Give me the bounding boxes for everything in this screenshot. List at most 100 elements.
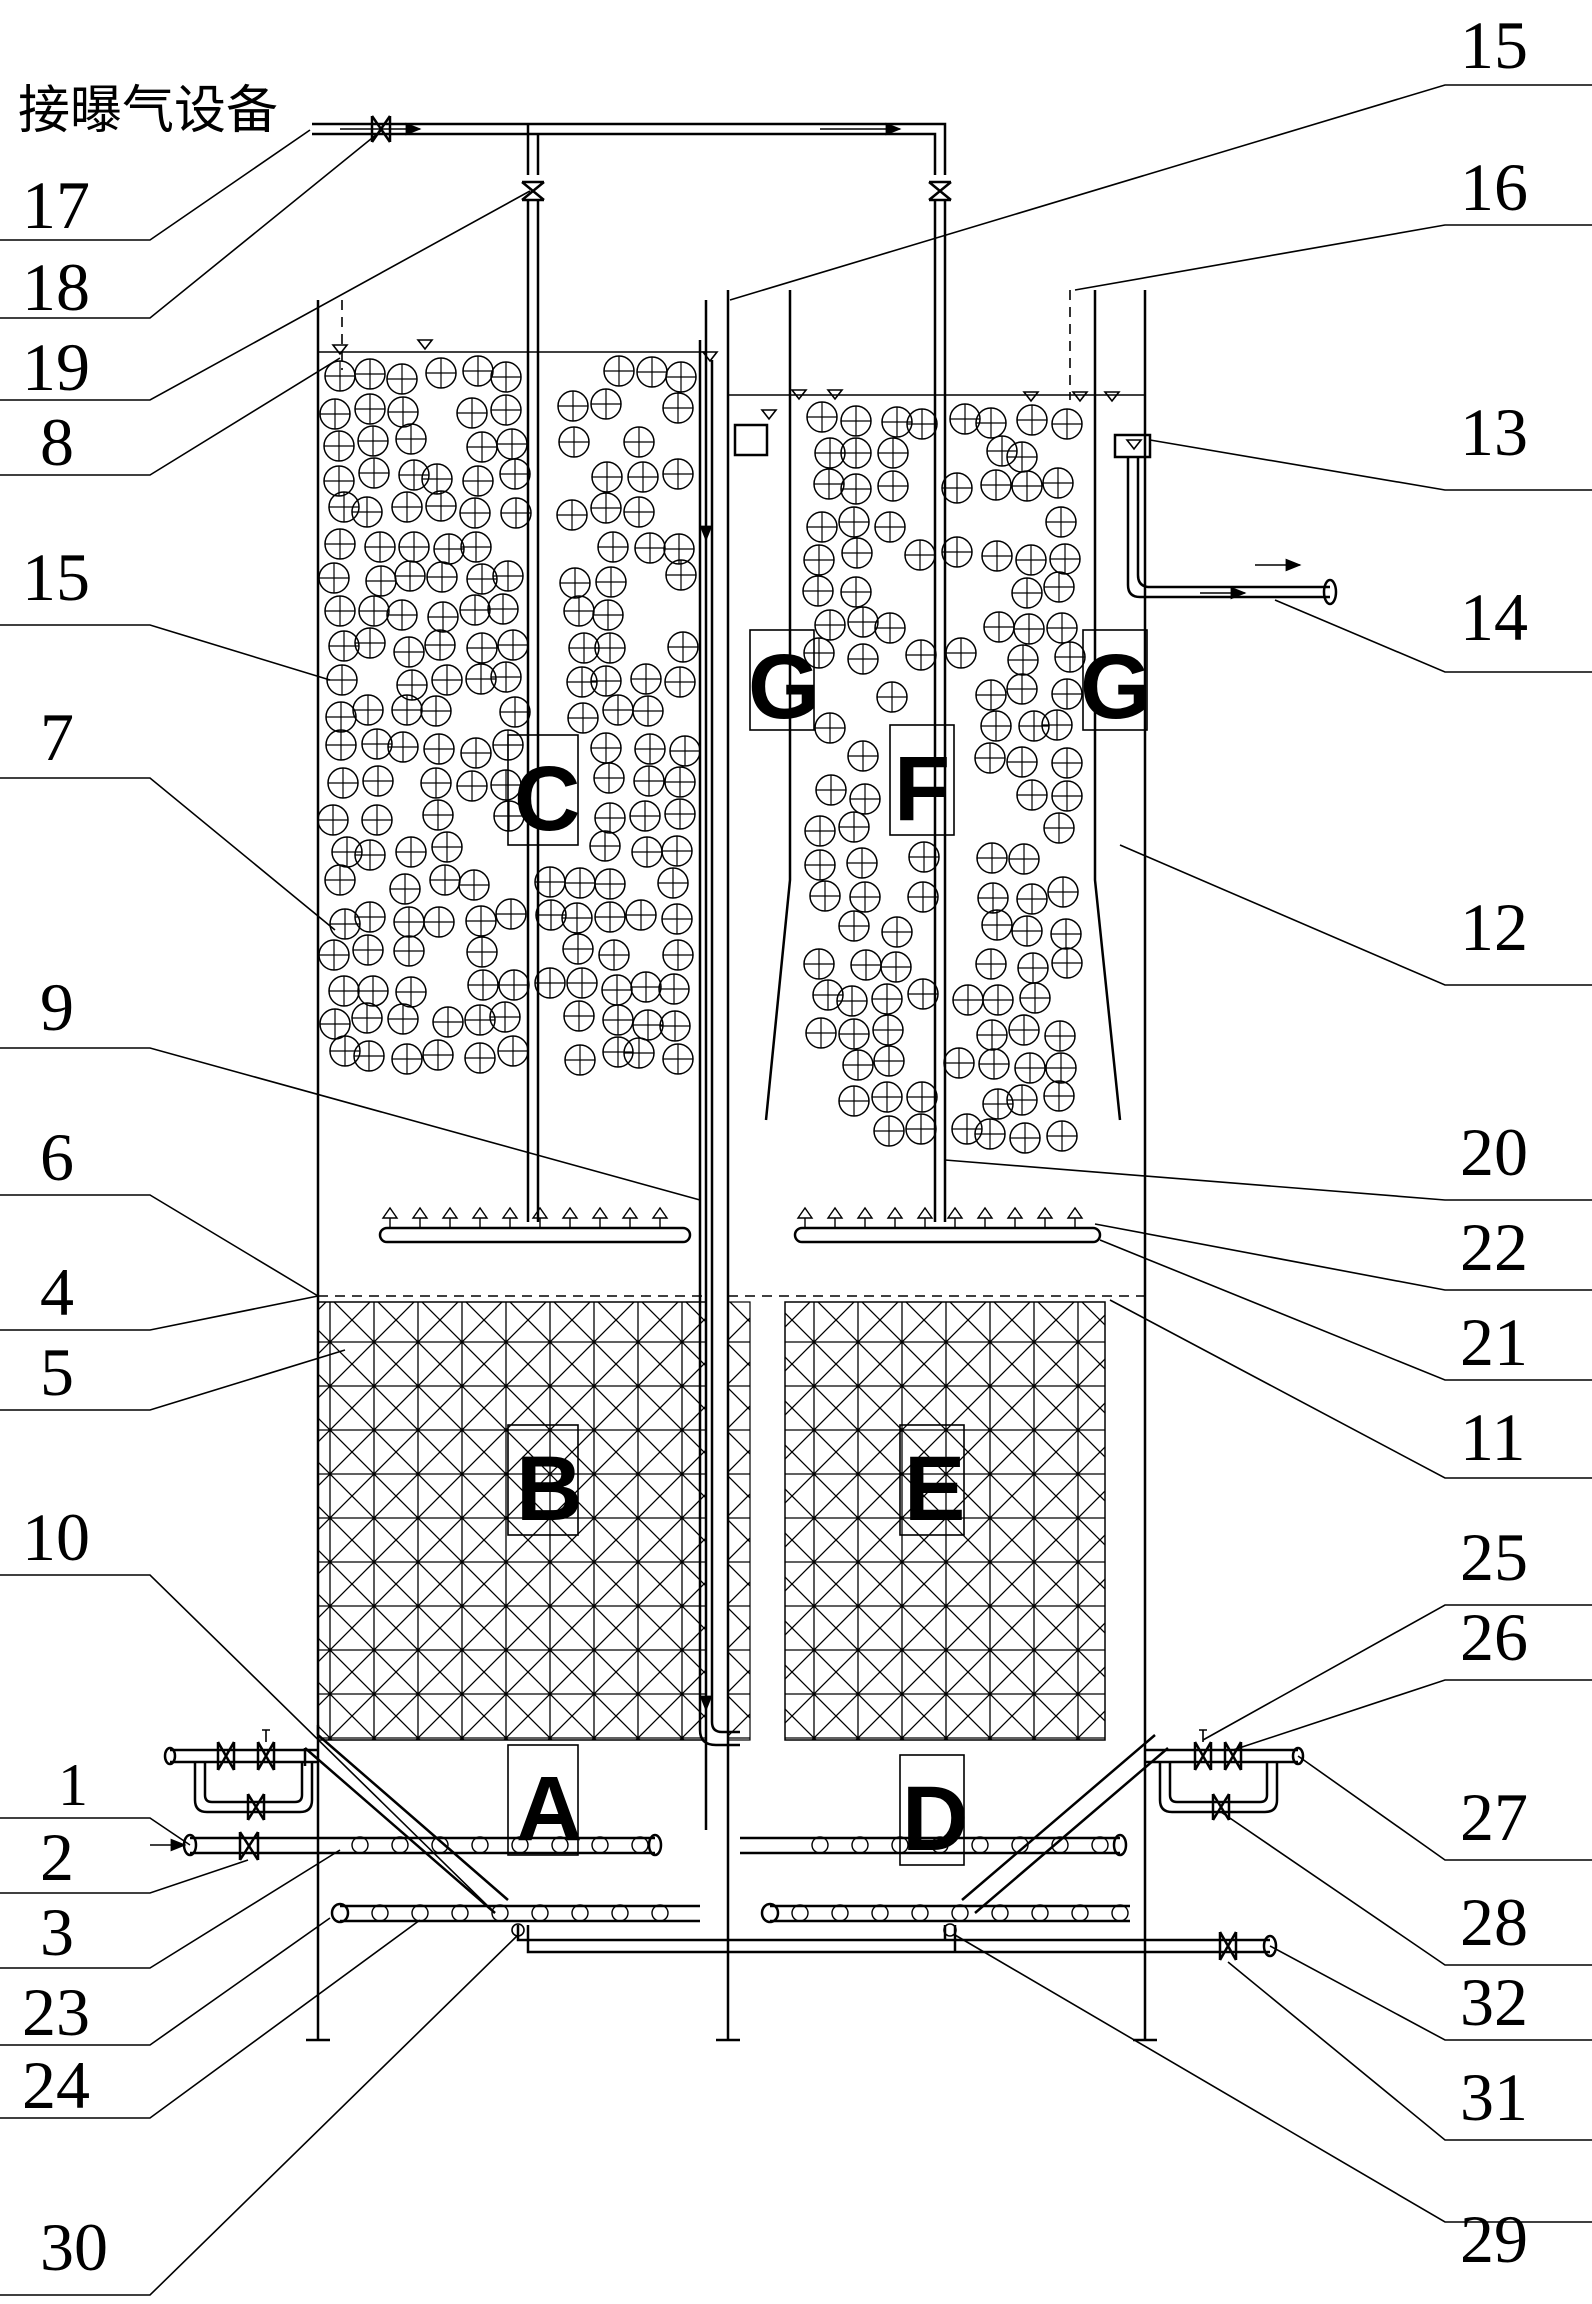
label-25: 25	[1460, 1519, 1528, 1595]
leader-lines	[0, 84, 1592, 2296]
mesh-packing-B	[317, 1301, 707, 1741]
pipe-orifice	[971, 1836, 989, 1854]
aerator-nozzle	[501, 1206, 519, 1228]
outlet-box-left	[733, 423, 769, 457]
zone-B: B	[516, 1438, 582, 1540]
label-30: 30	[40, 2209, 108, 2285]
pipe-orifice	[611, 1904, 629, 1922]
aerator-nozzle	[621, 1206, 639, 1228]
label-23: 23	[22, 1974, 90, 2050]
valve-31[interactable]	[1218, 1931, 1238, 1961]
aerator-nozzle	[411, 1206, 429, 1228]
aerator-left	[378, 1226, 692, 1244]
pipe-orifice	[951, 1904, 969, 1922]
label-24: 24	[22, 2047, 90, 2123]
settling-channel	[764, 290, 1122, 1121]
pipe-orifice	[431, 1836, 449, 1854]
label-5: 5	[40, 1334, 74, 1410]
valve-2[interactable]	[238, 1831, 260, 1861]
pipe-orifice	[1051, 1836, 1069, 1854]
label-6: 6	[40, 1119, 74, 1195]
pipe-orifice	[511, 1836, 529, 1854]
aerator-nozzle	[471, 1206, 489, 1228]
air-header-pipe	[312, 122, 947, 175]
aerator-right	[793, 1226, 1102, 1244]
air-downcomer-right	[933, 200, 947, 1222]
label-14: 14	[1460, 579, 1528, 655]
pipe-orifice	[571, 1904, 589, 1922]
label-26: 26	[1460, 1599, 1528, 1675]
pipe-orifice	[811, 1836, 829, 1854]
label-29: 29	[1460, 2201, 1528, 2277]
label-32: 32	[1460, 1964, 1528, 2040]
pipe-orifice	[1031, 1904, 1049, 1922]
pipe-orifice	[1091, 1836, 1109, 1854]
pipe-orifice	[1071, 1904, 1089, 1922]
pipe-orifice	[851, 1836, 869, 1854]
label-13: 13	[1460, 394, 1528, 470]
pipe-orifice	[931, 1836, 949, 1854]
labels-left: 17 18 19 8 15 7 9 6 4 5 10 1 2 3 23 24 3…	[22, 167, 108, 2285]
label-31: 31	[1460, 2059, 1528, 2135]
zone-labels: A B C D E F G G	[507, 629, 1152, 1870]
pipe-orifice	[991, 1904, 1009, 1922]
label-16: 16	[1460, 149, 1528, 225]
pipe-orifice	[371, 1904, 389, 1922]
label-4: 4	[40, 1254, 74, 1330]
pipe-orifice	[791, 1904, 809, 1922]
aerator-nozzle	[946, 1206, 964, 1228]
label-8: 8	[40, 404, 74, 480]
label-27: 27	[1460, 1779, 1528, 1855]
label-22: 22	[1460, 1209, 1528, 1285]
label-10: 10	[22, 1499, 90, 1575]
label-21: 21	[1460, 1304, 1528, 1380]
water-levels	[331, 339, 1143, 451]
distribution-pipe-D-lower	[760, 1902, 1130, 1924]
sludge-pipe-28	[961, 1734, 1169, 1914]
outlet-box-13	[1113, 433, 1338, 606]
label-17: 17	[22, 167, 90, 243]
zone-E: E	[904, 1438, 965, 1540]
label-2: 2	[40, 1819, 74, 1895]
zone-G-left: G	[748, 636, 820, 738]
pipe-orifice	[911, 1904, 929, 1922]
zone-C: C	[514, 748, 580, 850]
valve-19-right[interactable]	[928, 180, 952, 202]
valve-cluster-left[interactable]	[163, 1729, 318, 1821]
sludge-pipe-10	[303, 1725, 509, 1914]
aerator-nozzle	[381, 1206, 399, 1228]
aerator-nozzle	[1006, 1206, 1024, 1228]
valve-cluster-right[interactable]	[1145, 1729, 1305, 1821]
zone-G-right: G	[1080, 636, 1152, 738]
aerator-nozzle	[886, 1206, 904, 1228]
aerator-nozzle	[651, 1206, 669, 1228]
labels-right: 15 16 13 14 12 20 22 21 11 25 26 27 28 3…	[1460, 7, 1528, 2277]
aerator-nozzle	[591, 1206, 609, 1228]
label-12: 12	[1460, 889, 1528, 965]
aerator-nozzle	[976, 1206, 994, 1228]
valve-18[interactable]	[370, 115, 392, 143]
label-15-right: 15	[1460, 7, 1528, 83]
pipe-orifice	[491, 1904, 509, 1922]
aerator-nozzle	[1066, 1206, 1084, 1228]
pipe-orifice	[411, 1904, 429, 1922]
pipe-orifice	[591, 1836, 609, 1854]
pipe-orifice	[631, 1836, 649, 1854]
label-1: 1	[58, 1752, 88, 1818]
pipe-orifice	[651, 1904, 669, 1922]
label-9: 9	[40, 969, 74, 1045]
zone-D: D	[902, 1768, 968, 1870]
aerator-nozzle	[826, 1206, 844, 1228]
pipe-orifice	[531, 1904, 549, 1922]
filler-balls-F	[802, 401, 1086, 1154]
pipe-orifice	[451, 1904, 469, 1922]
valve-19-left[interactable]	[521, 180, 545, 202]
inlet-pipe-2	[150, 1833, 663, 1857]
distribution-pipe-3	[330, 1902, 700, 1924]
pipe-orifice	[351, 1836, 369, 1854]
label-11: 11	[1460, 1399, 1525, 1475]
aerator-nozzle	[856, 1206, 874, 1228]
zone-F: F	[894, 738, 950, 840]
aerator-nozzle	[561, 1206, 579, 1228]
